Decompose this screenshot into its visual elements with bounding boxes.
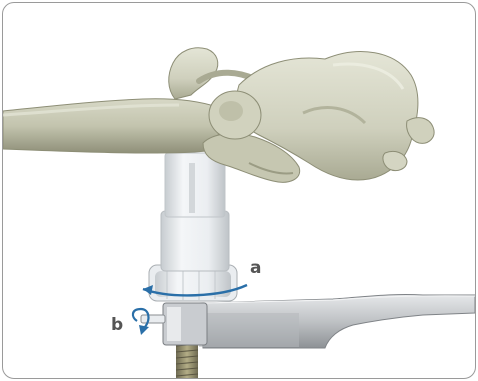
table-arm <box>199 294 475 348</box>
callout-b-label: b <box>111 317 123 334</box>
pelvis-bone <box>3 48 434 182</box>
lock-bolt <box>141 303 207 345</box>
threaded-rod <box>176 341 198 378</box>
pelvis-clamp-illustration <box>3 3 475 378</box>
callout-a-label: a <box>250 260 261 277</box>
clamp <box>149 153 237 301</box>
